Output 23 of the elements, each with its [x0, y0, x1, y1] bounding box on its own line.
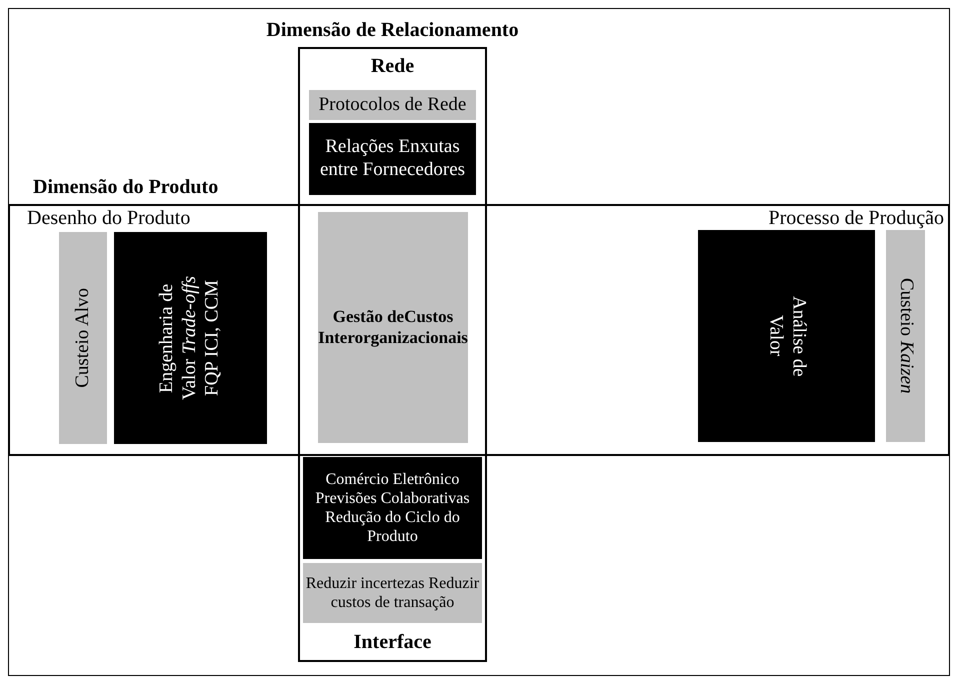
concept-box	[886, 230, 925, 442]
box-label: Protocolos de Rede	[318, 94, 466, 116]
box-label: Gestão deCustos Interorganizacionais	[318, 307, 468, 348]
box-label: Custeio Kaizen	[894, 278, 917, 394]
concept-box	[309, 90, 476, 120]
concept-box	[303, 457, 482, 559]
box-label: Custeio Alvo	[72, 288, 94, 388]
box-label: Comércio Eletrônico Previsões Colaborativas Redução do Ciclo do Produto	[314, 470, 471, 546]
concept-box	[114, 232, 267, 444]
box-label: Análise de Valor	[764, 294, 810, 378]
section-heading: Processo de Produção	[768, 207, 944, 230]
section-heading: Interface	[352, 631, 432, 654]
section-heading: Rede	[370, 55, 416, 78]
concept-box	[309, 123, 476, 195]
concept-box	[698, 230, 875, 442]
box-label: Reduzir incertezas Reduzir custos de transação	[304, 574, 480, 612]
concept-box	[303, 563, 482, 623]
concept-box	[59, 232, 107, 444]
central-box	[318, 212, 468, 443]
dimension-heading: Dimensão de Relacionamento	[266, 19, 519, 42]
box-label: Relações Enxutas entre Fornecedores	[318, 136, 466, 182]
section-heading: Desenho do Produto	[27, 207, 190, 230]
dimension-heading: Dimensão do Produto	[33, 176, 218, 199]
